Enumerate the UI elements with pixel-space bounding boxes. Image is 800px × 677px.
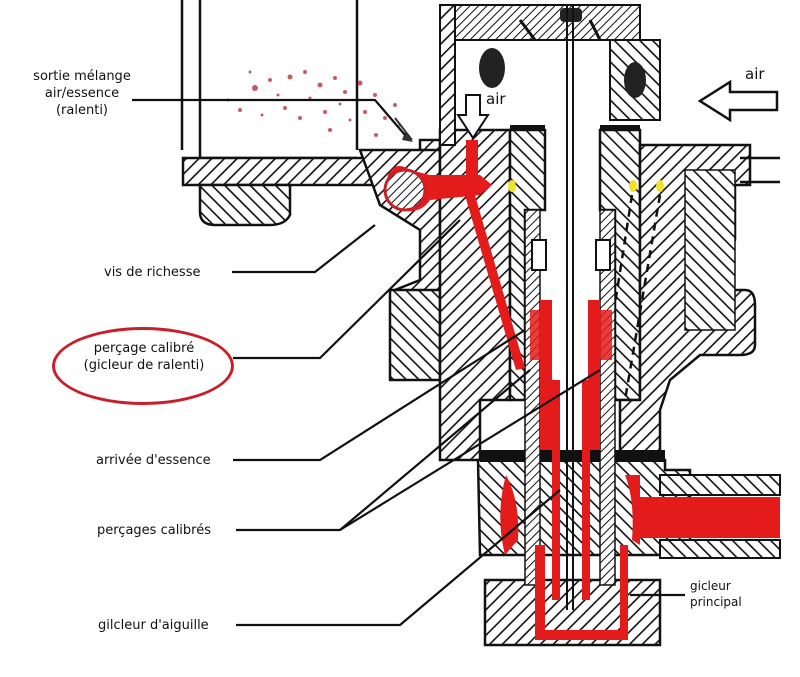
yellow-dots bbox=[508, 180, 664, 192]
label-line: (gicleur de ralenti) bbox=[83, 358, 205, 373]
label-line: principal bbox=[690, 595, 742, 609]
label-line: sortie mélange bbox=[33, 69, 131, 84]
label-percages-calibres: perçages calibrés bbox=[97, 523, 211, 538]
highlight-ellipse bbox=[52, 327, 234, 405]
label-percage-calibre: perçage calibré (gicleur de ralenti) bbox=[62, 340, 226, 374]
label-line: (ralenti) bbox=[55, 103, 108, 118]
label-line: gicleur bbox=[690, 579, 731, 593]
central-body bbox=[358, 128, 780, 462]
label-arrivee-essence: arrivée d'essence bbox=[96, 453, 211, 468]
label-vis-richesse: vis de richesse bbox=[104, 265, 201, 280]
label-line: perçage calibré bbox=[93, 341, 195, 356]
needle-jet-tube bbox=[524, 209, 616, 586]
label-air-right: air bbox=[745, 65, 765, 83]
label-gicleur-principal: gicleur principal bbox=[690, 578, 742, 610]
label-sortie-melange: sortie mélange air/essence (ralenti) bbox=[22, 68, 142, 119]
air-arrow-down-icon bbox=[456, 94, 490, 140]
label-line: air/essence bbox=[44, 86, 120, 101]
label-gicleur-aiguille: gilcleur d'aiguille bbox=[98, 618, 209, 633]
label-air-top: air bbox=[486, 90, 506, 108]
piston-mechanism bbox=[439, 4, 661, 146]
fuel-mist-spray bbox=[226, 70, 402, 137]
air-arrow-left-icon bbox=[697, 79, 779, 123]
needle bbox=[566, 5, 574, 610]
leader-lines bbox=[132, 98, 685, 627]
